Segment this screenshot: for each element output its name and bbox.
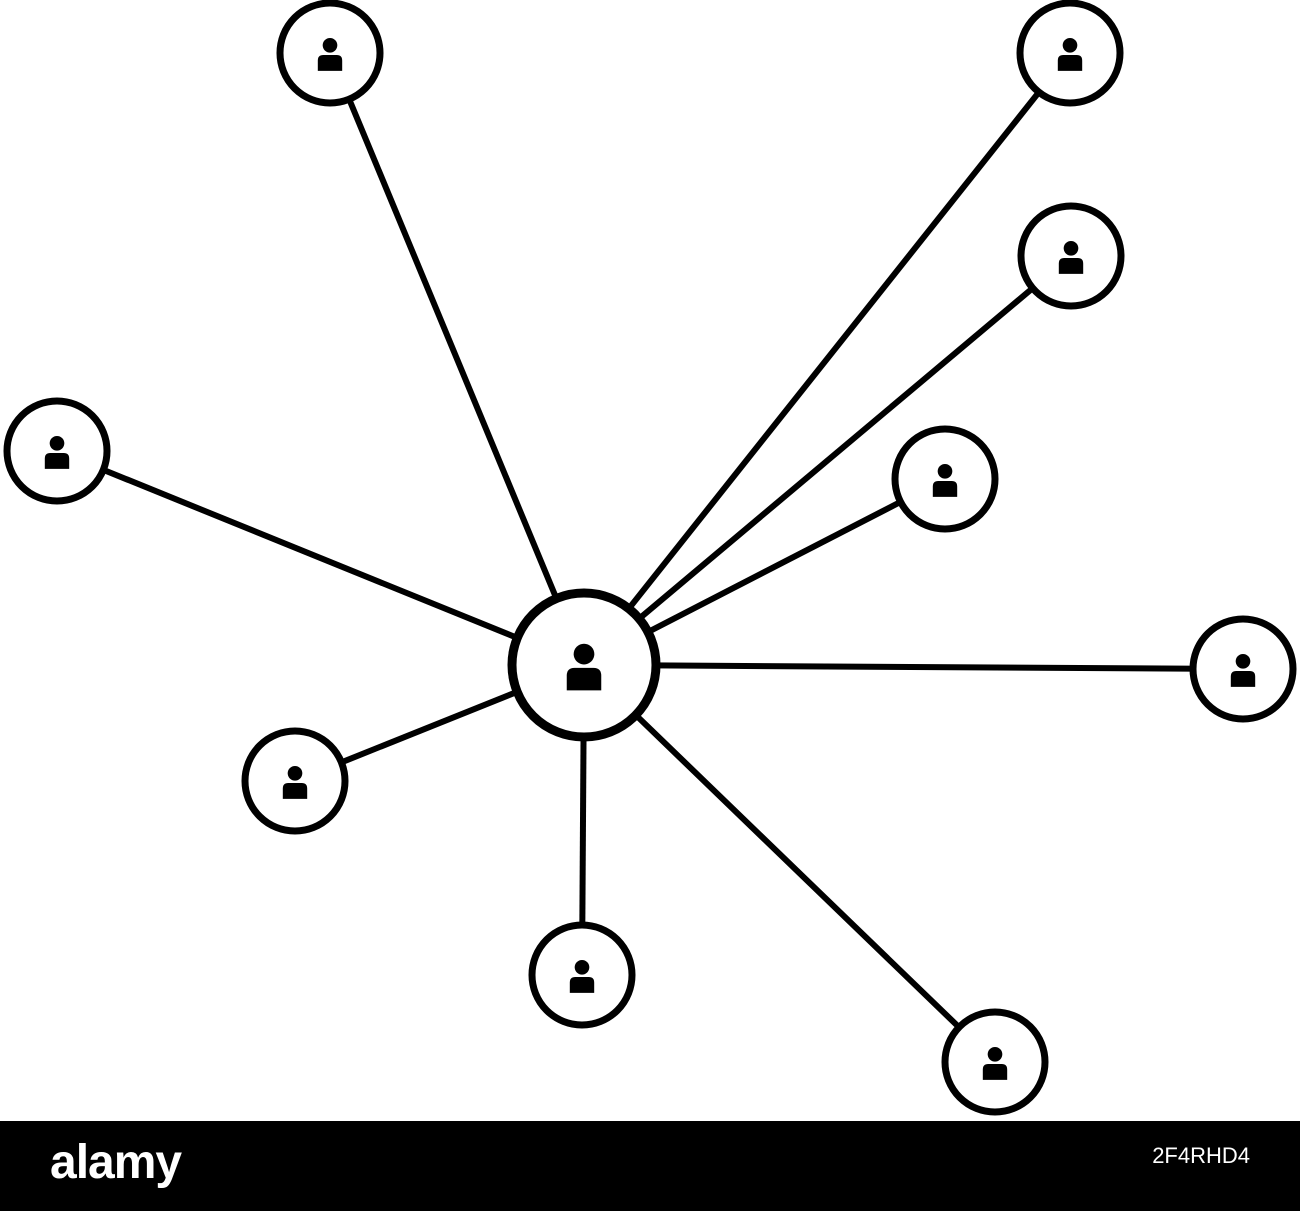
edge-top-right-far — [581, 51, 1073, 667]
edge-bottom-right — [581, 662, 998, 1065]
node-right-middle — [891, 425, 999, 533]
node-top-left-ring — [276, 0, 384, 107]
brand-logo: alamy — [50, 1136, 182, 1189]
watermark-footer: alamy 2F4RHD4 — [0, 1121, 1300, 1211]
hub-node-ring — [507, 588, 661, 742]
image-id: 2F4RHD4 — [1152, 1143, 1250, 1168]
edge-right-far — [583, 662, 1244, 672]
edge-group — [55, 51, 1244, 1065]
node-right-far — [1189, 615, 1297, 723]
hub-node — [507, 588, 661, 742]
node-right-far-ring — [1189, 615, 1297, 723]
edge-right-upper — [582, 253, 1073, 668]
node-left-upper — [3, 397, 111, 505]
node-right-middle-ring — [891, 425, 999, 533]
node-left-lower — [241, 727, 349, 835]
node-right-upper — [1017, 202, 1125, 310]
node-bottom-right-ring — [941, 1008, 1049, 1116]
node-group — [3, 0, 1297, 1116]
node-bottom-right — [941, 1008, 1049, 1116]
edge-top-left — [327, 51, 587, 667]
node-bottom — [528, 921, 636, 1029]
edge-left-upper — [55, 448, 586, 668]
node-top-left — [276, 0, 384, 107]
node-left-lower-ring — [241, 727, 349, 835]
node-bottom-ring — [528, 921, 636, 1029]
node-left-upper-ring — [3, 397, 111, 505]
node-top-right-far — [1016, 0, 1124, 107]
node-top-right-far-ring — [1016, 0, 1124, 107]
node-right-upper-ring — [1017, 202, 1125, 310]
network-diagram — [3, 0, 1297, 1116]
